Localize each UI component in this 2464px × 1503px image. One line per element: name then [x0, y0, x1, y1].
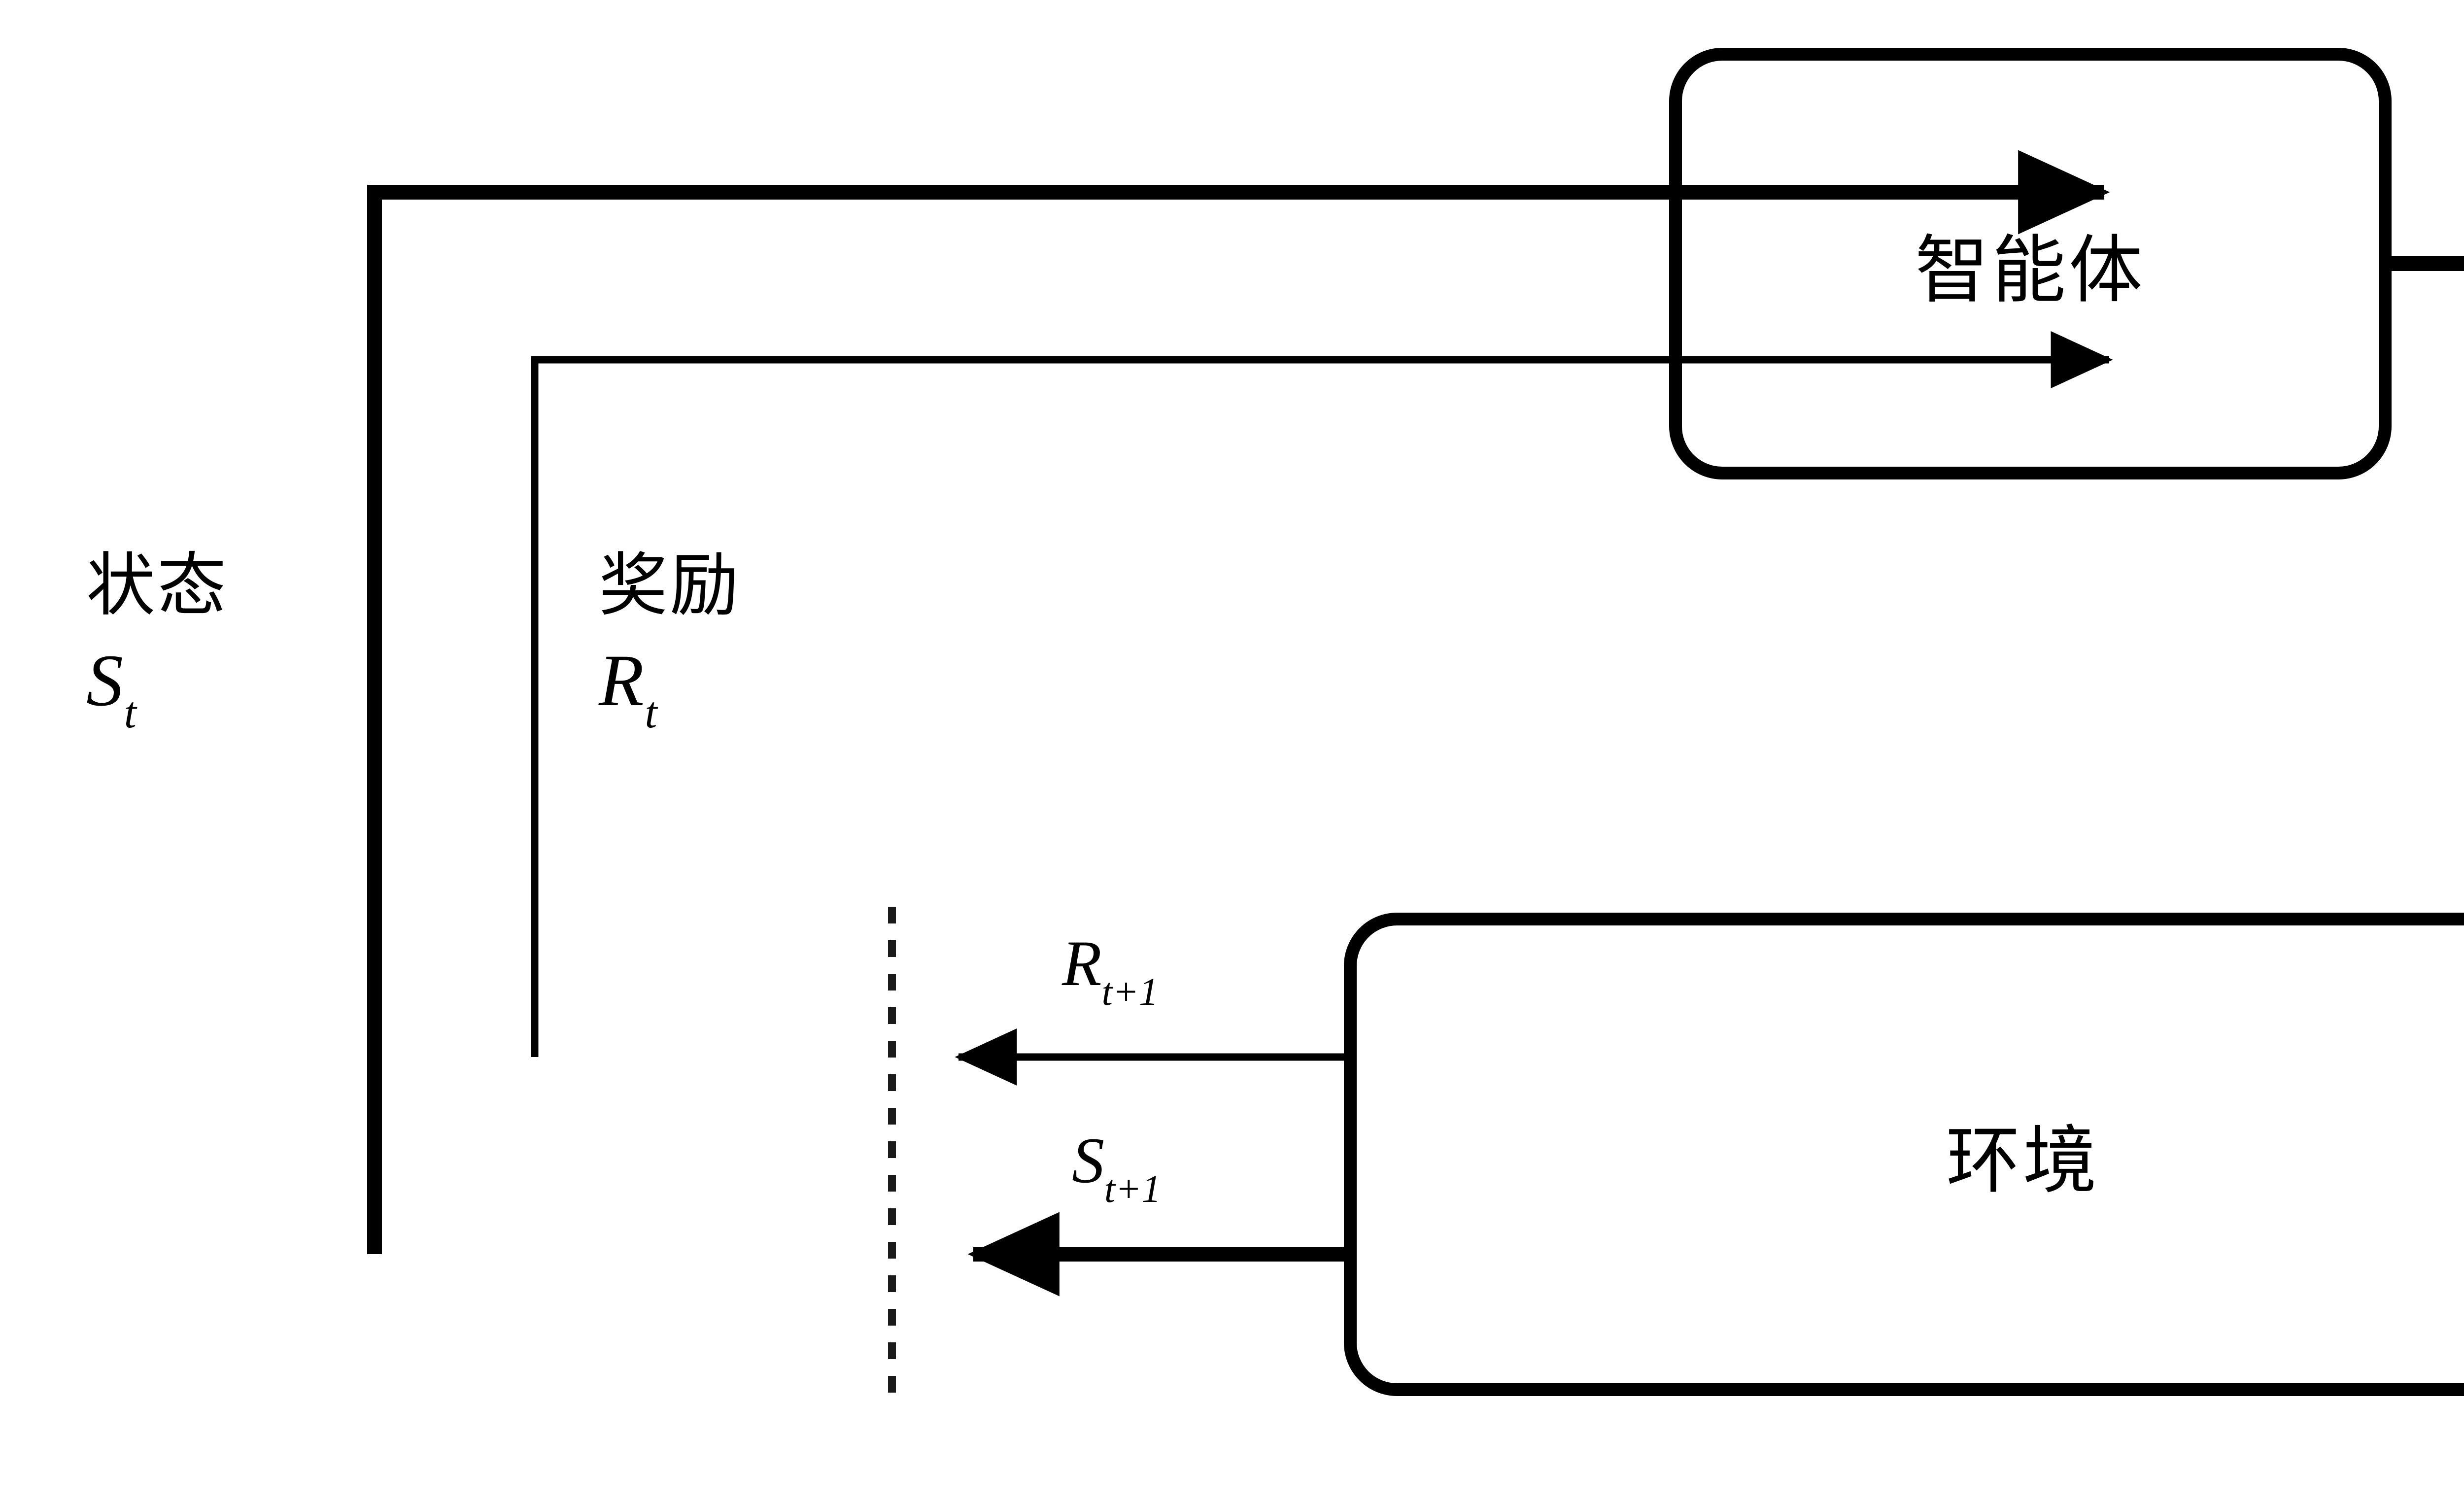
reward-term-label: 奖励	[599, 548, 741, 624]
reward-symbol-label: Rt	[599, 644, 657, 735]
reward-symbol-subscript: t	[645, 688, 657, 738]
state-symbol-label: St	[86, 644, 137, 735]
state-next-symbol-subscript: t+1	[1104, 1167, 1162, 1211]
state-term-label: 状态	[86, 548, 229, 624]
reward-next-symbol-base: R	[1062, 927, 1102, 999]
state-next-edge-label: St+1	[1072, 1123, 1161, 1211]
reward-next-symbol-subscript: t+1	[1101, 970, 1159, 1014]
state-next-symbol-base: S	[1072, 1124, 1104, 1196]
state-label-group: 状态 St	[86, 548, 229, 735]
reward-next-edge-label: Rt+1	[1062, 925, 1159, 1014]
state-edge-path	[367, 150, 2110, 1254]
environment-box[interactable]	[1344, 913, 2464, 1396]
agent-box[interactable]	[1669, 48, 2392, 479]
reward-edge-path	[531, 331, 2113, 1057]
state-symbol-subscript: t	[124, 688, 137, 738]
reward-label-group: 奖励 Rt	[599, 548, 741, 735]
reward-symbol-base: R	[599, 640, 644, 721]
state-symbol-base: S	[86, 640, 123, 721]
